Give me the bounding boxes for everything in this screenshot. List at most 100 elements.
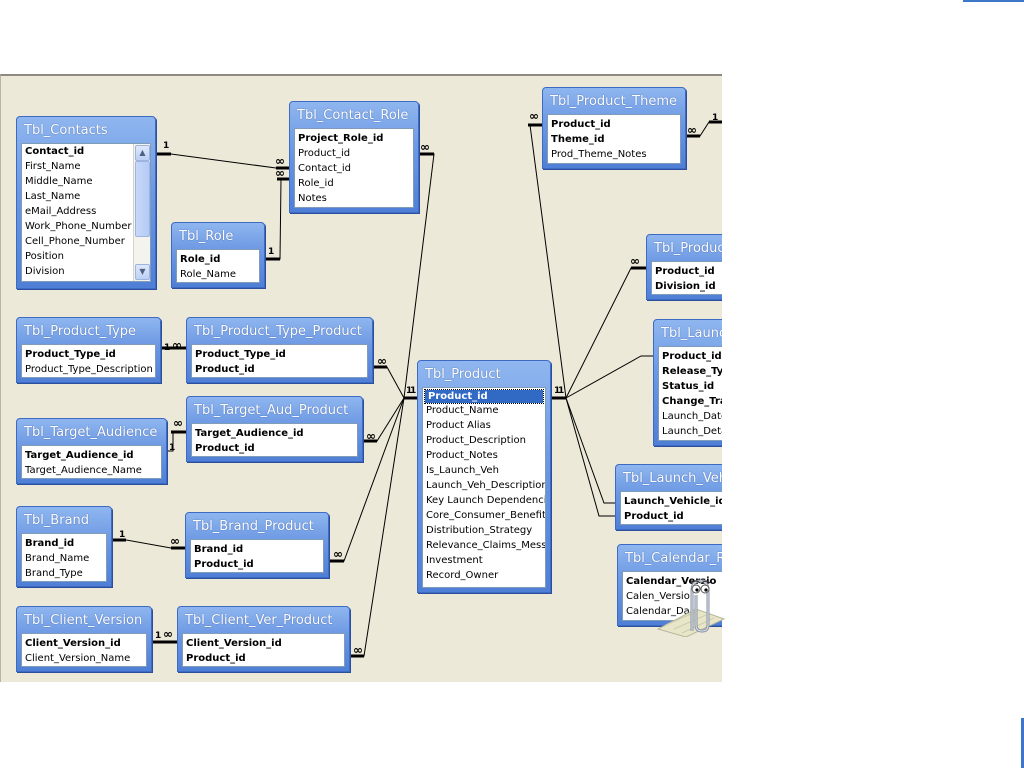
field-item[interactable]: Brand_Type [25,568,83,579]
table-role[interactable]: Tbl_Role Role_id Role_Name [171,222,265,288]
field-item[interactable]: Product_id [194,559,254,570]
field-item[interactable]: Product_id [624,511,684,522]
field-item[interactable]: Relevance_Claims_Messa [426,540,545,551]
table-title[interactable]: Tbl_Role [179,229,234,244]
field-list[interactable]: Product_id Release_Typ Status_id Change_… [658,346,722,441]
table-title[interactable]: Tbl_Brand_Product [193,519,314,534]
field-list[interactable]: Role_id Role_Name [176,249,260,283]
scroll-down-icon[interactable]: ▼ [135,264,150,280]
field-list[interactable]: Brand_id Product_id [190,539,324,573]
table-launch-vehicle[interactable]: Tbl_Launch_Veh Launch_Vehicle_id Product… [615,464,722,530]
table-product-division[interactable]: Tbl_Produc Product_id Division_id [646,234,722,300]
field-item[interactable]: Product_Type_id [195,349,286,360]
field-item[interactable]: Change_Trac [662,396,722,407]
table-target-audience[interactable]: Tbl_Target_Audience Target_Audience_id T… [16,418,167,484]
field-item[interactable]: Client_Version_id [25,638,121,649]
field-list[interactable]: Contact_id First_Name Middle_Name Last_N… [21,143,151,282]
table-title[interactable]: Tbl_Brand [24,513,90,528]
field-item[interactable]: Client_Version_id [186,638,282,649]
field-item[interactable]: Investment [426,555,483,566]
field-item[interactable]: Brand_Name [25,553,90,564]
table-target-aud-product[interactable]: Tbl_Target_Aud_Product Target_Audience_i… [186,396,363,462]
table-title[interactable]: Tbl_Contact_Role [297,108,409,123]
field-item[interactable]: Product_Type_id [25,349,116,360]
table-product-type-product[interactable]: Tbl_Product_Type_Product Product_Type_id… [186,317,373,383]
field-list[interactable]: Product_id Theme_id Prod_Theme_Notes [547,114,681,164]
table-title[interactable]: Tbl_Product [425,367,501,382]
field-list[interactable]: Target_Audience_id Target_Audience_Name [21,445,162,479]
field-item[interactable]: Client_Version_Name [25,653,131,664]
field-list[interactable]: Target_Audience_id Product_id [191,423,358,457]
table-title[interactable]: Tbl_Contacts [24,123,108,138]
field-item[interactable]: Notes [298,193,327,204]
field-item[interactable]: Release_Typ [662,366,722,377]
paperclip-assistant-icon[interactable] [656,575,726,637]
field-item[interactable]: Contact_id [25,146,85,157]
field-item[interactable]: Product_id [298,148,351,159]
field-item[interactable]: Key Launch Dependencie [426,495,545,506]
field-item[interactable]: Role_id [298,178,334,189]
field-item[interactable]: Calendar_Da [626,606,690,617]
field-item[interactable]: Product_Name [426,405,499,416]
table-product-type[interactable]: Tbl_Product_Type Product_Type_id Product… [16,317,161,383]
field-item[interactable]: Core_Consumer_Benefit [426,510,545,521]
table-title[interactable]: Tbl_Product_Type_Product [194,324,362,339]
table-title[interactable]: Tbl_Target_Audience [24,425,158,440]
table-product[interactable]: Tbl_Product Product_id Product_Name Prod… [417,360,551,593]
scroll-up-icon[interactable]: ▲ [135,145,150,161]
field-item[interactable]: Target_Audience_id [195,428,304,439]
field-list[interactable]: Launch_Vehicle_id Product_id [620,491,722,525]
field-item[interactable]: Role_id [180,254,221,265]
field-item[interactable]: Launch_Deta [662,426,722,437]
field-item[interactable]: Launch_Veh_Description [426,480,545,491]
field-item[interactable]: eMail_Address [25,206,97,217]
field-list[interactable]: Product_id Division_id [651,261,722,295]
field-item[interactable]: Calen_Versio [626,591,690,602]
field-item[interactable]: Last_Name [25,191,81,202]
field-item[interactable]: Product_Type_Description [25,364,153,375]
field-list[interactable]: Product_Type_id Product_Type_Description [21,344,156,378]
table-contacts[interactable]: Tbl_Contacts Contact_id First_Name Middl… [16,116,156,289]
field-item[interactable]: Launch_Date [662,411,722,422]
field-item[interactable]: Role_Name [180,269,237,280]
field-item[interactable]: Product_Description [426,435,526,446]
field-item[interactable]: First_Name [25,161,81,172]
table-title[interactable]: Tbl_Product_Type [24,324,137,339]
field-list[interactable]: Brand_id Brand_Name Brand_Type [21,533,107,582]
field-item[interactable]: Position [25,251,64,262]
field-item[interactable]: Contact_id [298,163,352,174]
field-item[interactable]: Prod_Theme_Notes [551,149,647,160]
table-client-ver-product[interactable]: Tbl_Client_Ver_Product Client_Version_id… [177,606,350,672]
field-list[interactable]: Client_Version_id Product_id [182,633,345,667]
field-item[interactable]: Product_id [655,266,715,277]
field-item[interactable]: Launch_Vehicle_id [624,496,722,507]
field-list[interactable]: Project_Role_id Product_id Contact_id Ro… [294,128,414,208]
field-item[interactable]: Product_id [662,351,722,362]
field-item[interactable]: Target_Audience_id [25,450,134,461]
table-title[interactable]: Tbl_Client_Ver_Product [185,613,333,628]
field-list[interactable]: Client_Version_id Client_Version_Name [21,633,147,667]
field-item[interactable]: Project_Role_id [298,133,384,144]
table-title[interactable]: Tbl_Target_Aud_Product [194,403,349,418]
field-item[interactable]: Product_id [195,364,255,375]
field-item[interactable]: Product_id [186,653,246,664]
table-brand[interactable]: Tbl_Brand Brand_id Brand_Name Brand_Type [16,506,112,587]
field-item[interactable]: Cell_Phone_Number [25,236,125,247]
field-item[interactable]: Product_id [551,119,611,130]
table-contact-role[interactable]: Tbl_Contact_Role Project_Role_id Product… [289,101,419,213]
field-item[interactable]: Division [25,266,65,277]
field-item[interactable]: Brand_id [194,544,244,555]
scroll-thumb[interactable] [135,161,150,237]
vertical-scrollbar[interactable]: ▲ ▼ [133,144,150,281]
relationships-canvas[interactable]: 1 ∞ ∞ 1 ∞ 1 ∞ ∞ 1 1 ∞ 1 ∞ 1 ∞ ∞ 1 ∞ ∞ 1 … [0,74,722,682]
field-item[interactable]: Product_Notes [426,450,498,461]
table-title[interactable]: Tbl_Launch_Veh [623,471,722,486]
table-title[interactable]: Tbl_Client_Version [24,613,143,628]
table-title[interactable]: Tbl_Launc [661,326,722,341]
field-list[interactable]: Product_id Product_Name Product Alias Pr… [422,387,546,588]
field-item[interactable]: Status_id [662,381,715,392]
field-item[interactable]: Work_Phone_Number [25,221,132,232]
table-title[interactable]: Tbl_Calendar_R [625,551,722,566]
field-item[interactable]: Is_Launch_Veh [426,465,499,476]
field-list[interactable]: Product_Type_id Product_id [191,344,368,378]
